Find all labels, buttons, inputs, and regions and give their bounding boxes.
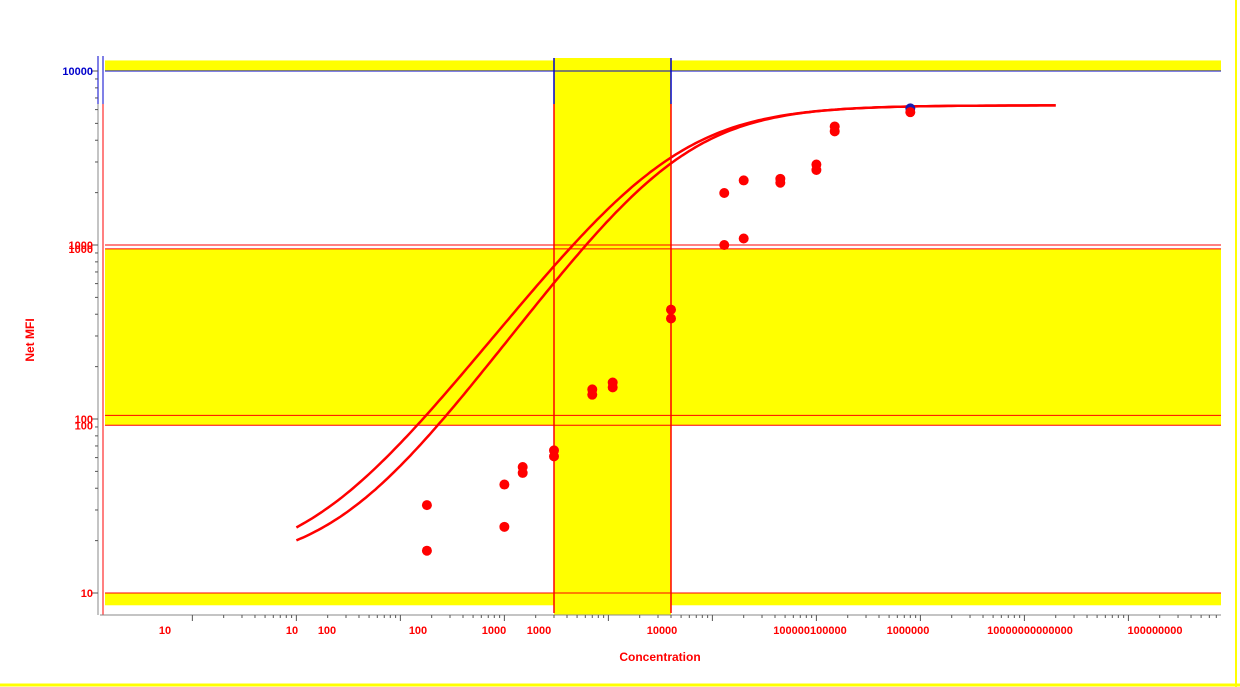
shaded-bands <box>105 58 1221 615</box>
data-point <box>666 304 676 315</box>
data-points <box>421 103 916 556</box>
x-tick-label: 100 <box>318 625 336 637</box>
x-tick-label: 100000000 <box>1127 625 1182 637</box>
y-tick-label: 100 <box>75 420 93 432</box>
data-point <box>587 389 598 400</box>
data-point <box>811 164 822 175</box>
data-point <box>905 107 916 118</box>
data-point <box>719 240 730 250</box>
data-point <box>549 451 559 462</box>
data-point <box>829 126 840 137</box>
y-tick-label: 10 <box>81 588 93 600</box>
y-tick-label: 100 <box>75 414 93 426</box>
x-tick-label: 1000000 <box>887 625 930 637</box>
x-tick-label: 10000 <box>647 625 678 637</box>
data-point <box>421 500 432 511</box>
x-tick-label: 1000 <box>482 625 506 637</box>
data-point <box>719 187 730 198</box>
x-tick-label: 10000000000000 <box>987 625 1073 637</box>
x-tick-label: 1000 <box>527 625 551 637</box>
y-axis-title: Net MFI <box>23 318 37 361</box>
data-point <box>738 175 749 186</box>
y-tick-label: 10000 <box>62 66 93 78</box>
reference-lines <box>105 58 1221 613</box>
x-axis-title: Concentration <box>619 650 700 664</box>
data-point <box>738 233 749 244</box>
y-tick-label: 1000 <box>69 240 93 252</box>
fit-curves <box>295 104 1056 542</box>
x-tick-label: 10 <box>286 625 298 637</box>
fit-curve-1 <box>295 104 1056 542</box>
data-point <box>499 479 510 490</box>
data-point <box>607 382 618 393</box>
x-band-0 <box>554 58 671 615</box>
data-point <box>666 313 676 324</box>
data-point <box>499 521 510 532</box>
data-point <box>421 545 432 556</box>
x-tick-label: 100000100000 <box>773 625 846 637</box>
data-point <box>775 177 786 188</box>
data-point <box>517 467 528 478</box>
x-tick-label: 100 <box>409 625 427 637</box>
x-tick-label: 10 <box>159 625 171 637</box>
y-tick-label: 1000 <box>69 244 93 256</box>
